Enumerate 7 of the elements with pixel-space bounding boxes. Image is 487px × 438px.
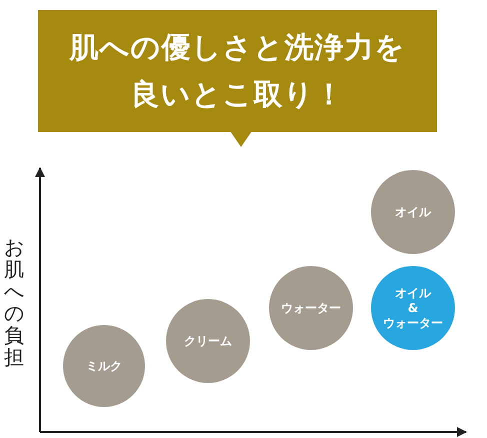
title: 肌への優しさと洗浄力を良いとこ取り！ xyxy=(68,29,406,113)
axis-label: お肌への負担 xyxy=(4,236,24,368)
category-label: ミルク xyxy=(86,358,122,374)
category-label: クリーム xyxy=(184,334,232,348)
category-label: オイル & ウォーター xyxy=(383,286,443,330)
category-label: ウォーター xyxy=(281,300,341,316)
category-label: オイル xyxy=(395,204,431,220)
